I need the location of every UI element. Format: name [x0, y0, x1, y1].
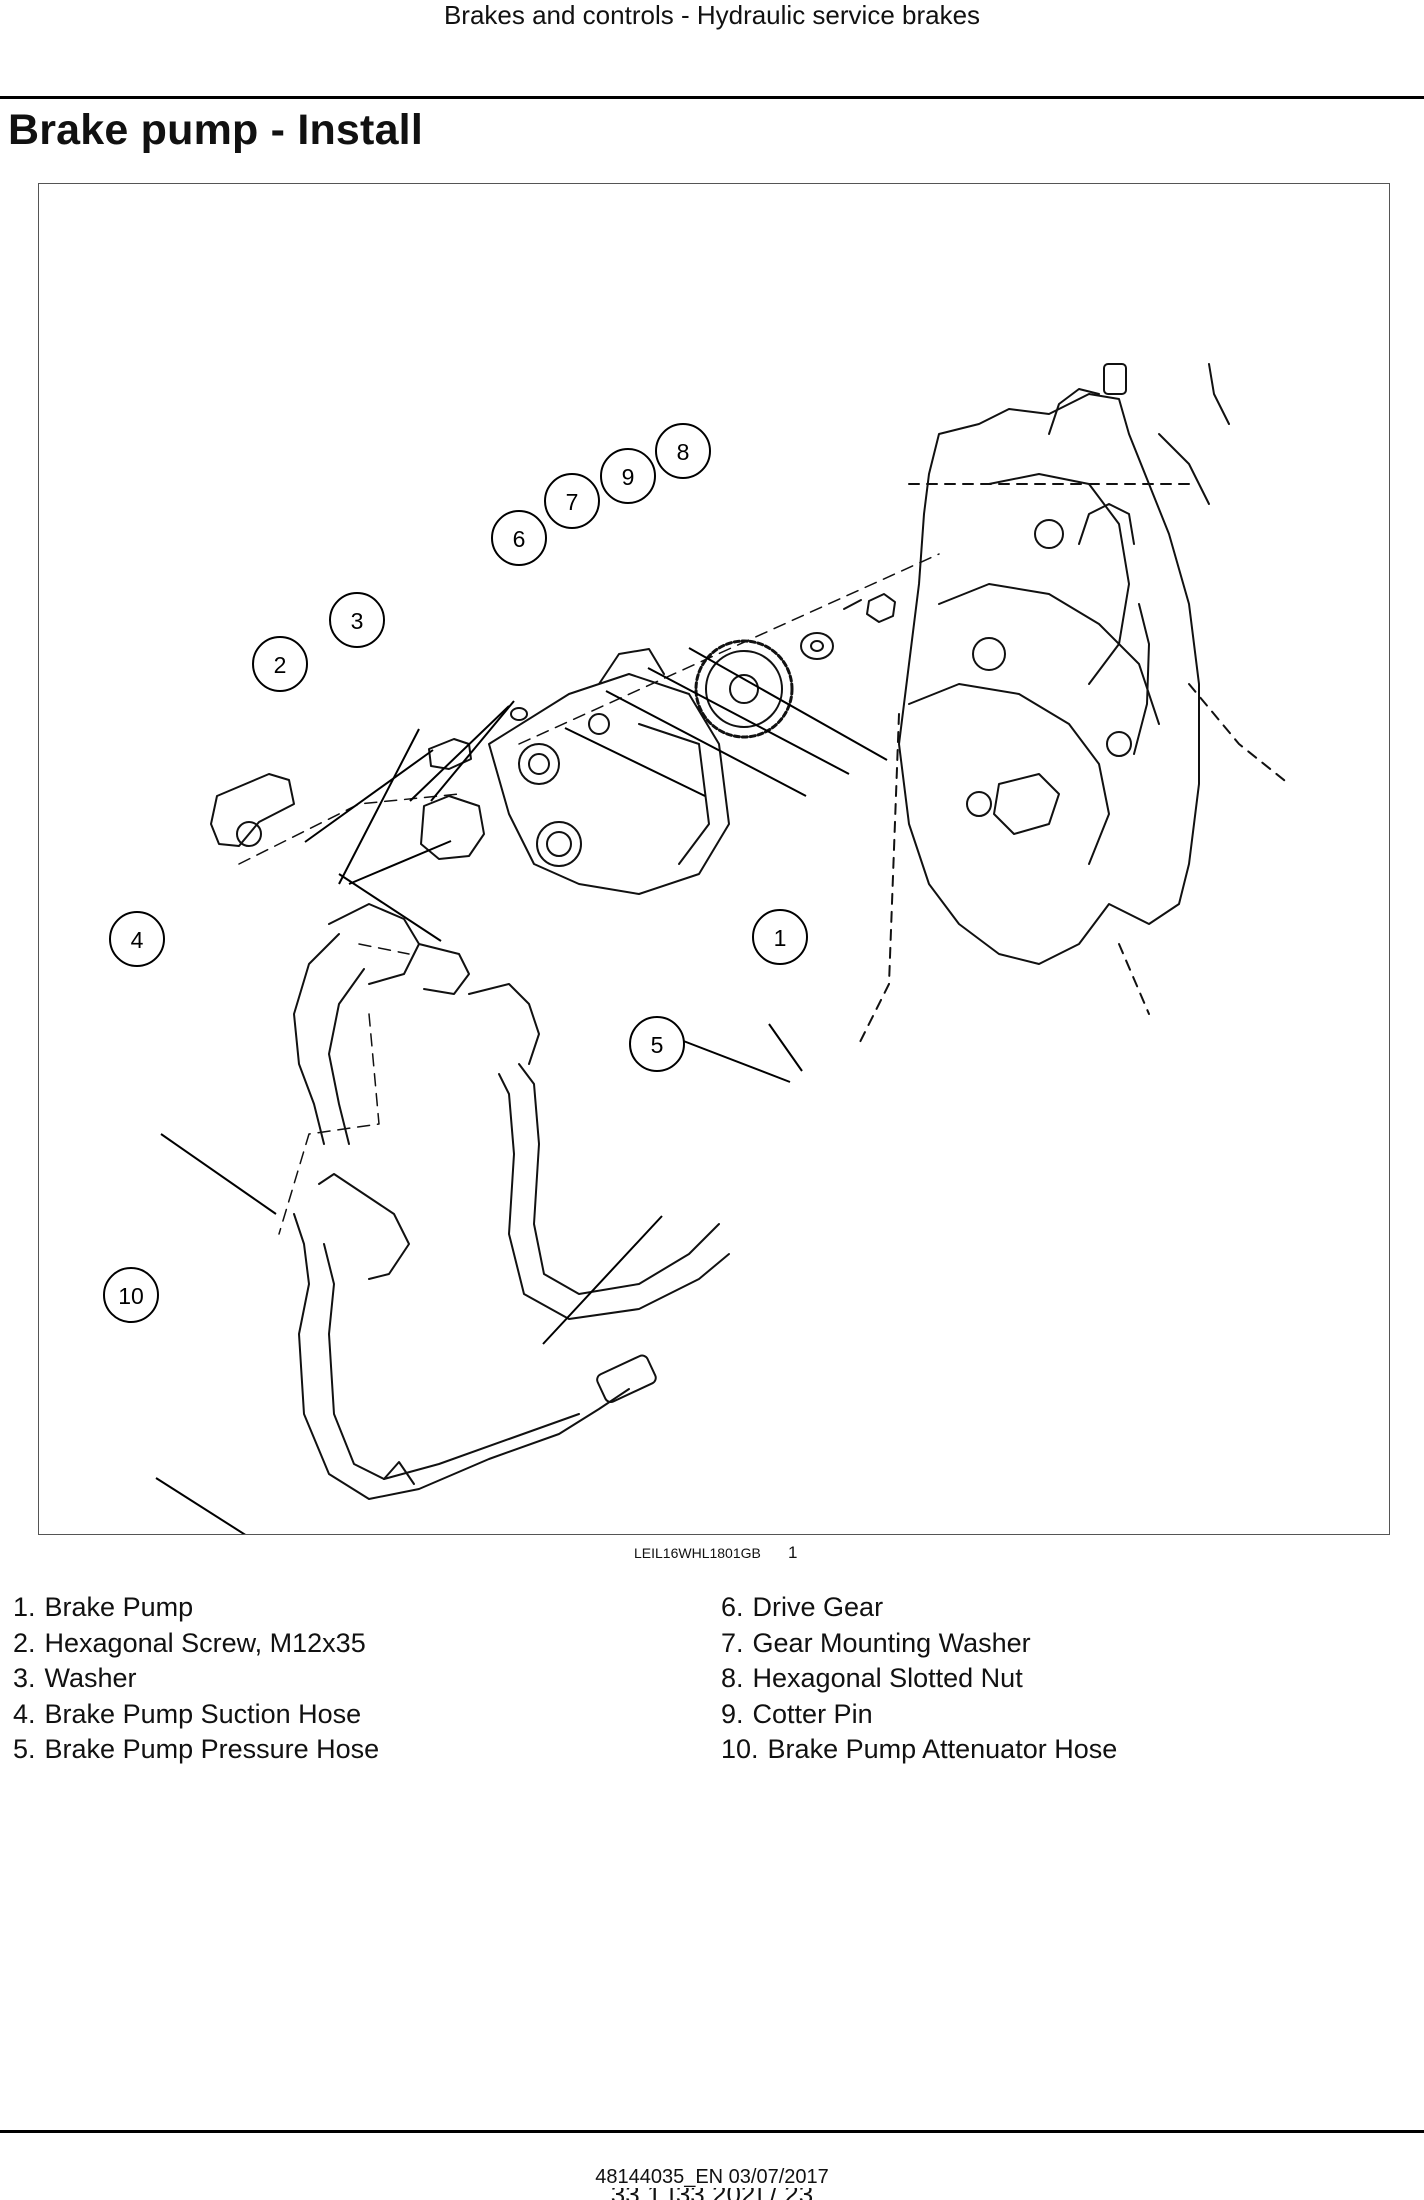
header-rule: [0, 96, 1424, 99]
svg-text:3: 3: [351, 608, 364, 634]
legend-item: 9.Cotter Pin: [721, 1698, 873, 1729]
svg-text:9: 9: [622, 464, 635, 490]
callout-markers: 1 2 3 4 5 6 7: [103, 423, 808, 1323]
legend-item: 4.Brake Pump Suction Hose: [13, 1698, 362, 1729]
callout-9: 9: [600, 448, 656, 504]
legend-item: 8.Hexagonal Slotted Nut: [721, 1663, 1023, 1693]
svg-text:4: 4: [131, 927, 144, 953]
legend-item: 5.Brake Pump Pressure Hose: [13, 1734, 380, 1764]
callout-2: 2: [252, 636, 308, 692]
callout-5: 5: [629, 1016, 685, 1072]
callout-1: 1: [752, 909, 808, 965]
page-title: Brake pump - Install: [8, 106, 423, 154]
leader-lines: [155, 647, 888, 1534]
callout-6: 6: [491, 510, 547, 566]
document-reference: 48144035_EN 03/07/2017: [595, 2166, 829, 2188]
svg-text:7: 7: [566, 489, 579, 515]
legend-item: 2.Hexagonal Screw, M12x35: [13, 1627, 366, 1658]
figure-number: 1: [788, 1543, 798, 1562]
exploded-view-illustration: 1 2 3 4 5 6 7: [103, 363, 1290, 1534]
callout-7: 7: [544, 473, 600, 529]
parts-legend-left: 1.Brake Pump 2.Hexagonal Screw, M12x35 3…: [13, 1590, 379, 1768]
callout-8: 8: [655, 423, 711, 479]
legend-item: 10.Brake Pump Attenuator Hose: [721, 1734, 1118, 1764]
svg-text:8: 8: [677, 439, 690, 465]
svg-text:6: 6: [513, 526, 526, 552]
callout-3: 3: [329, 592, 385, 648]
callout-4: 4: [109, 911, 165, 967]
page-number: 33.1 [33.202] / 23: [0, 2188, 1424, 2200]
parts-legend-right: 6.Drive Gear 7.Gear Mounting Washer 8.He…: [721, 1590, 1117, 1768]
running-head: Brakes and controls - Hydraulic service …: [443, 0, 981, 30]
legend-item: 3.Washer: [13, 1663, 137, 1693]
legend-item: 6.Drive Gear: [721, 1592, 884, 1622]
figure-code: LEIL16WHL1801GB: [634, 1545, 761, 1561]
legend-item: 7.Gear Mounting Washer: [721, 1627, 1031, 1658]
footer-rule: [0, 2130, 1424, 2133]
callout-10: 10: [103, 1267, 159, 1323]
svg-text:2: 2: [274, 652, 287, 678]
exploded-view-figure: 1 2 3 4 5 6 7: [38, 183, 1390, 1535]
legend-item: 1.Brake Pump: [13, 1592, 194, 1622]
svg-text:10: 10: [118, 1283, 144, 1309]
svg-text:1: 1: [774, 925, 787, 951]
svg-text:5: 5: [651, 1032, 664, 1058]
